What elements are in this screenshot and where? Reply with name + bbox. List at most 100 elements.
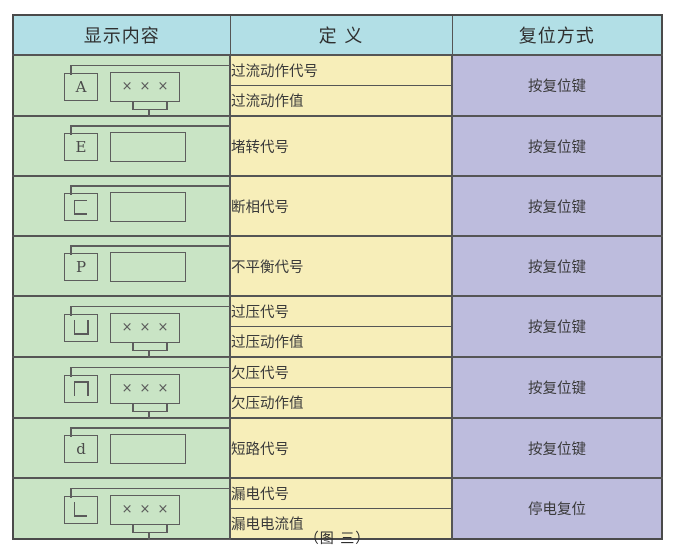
value-mark: × bbox=[157, 502, 169, 517]
code-value-box bbox=[110, 434, 186, 464]
connector-bottom-run bbox=[148, 356, 230, 359]
value-mark: × bbox=[139, 79, 151, 94]
cell-definition: 过压动作值 bbox=[229, 326, 453, 358]
connector-bottom-drop bbox=[148, 349, 150, 358]
cell-display: P bbox=[12, 235, 231, 297]
connector-bottom-right bbox=[166, 524, 168, 533]
header-reset: 复位方式 bbox=[451, 14, 663, 56]
cell-display: × × × bbox=[12, 295, 231, 359]
display-diagram: P bbox=[14, 237, 231, 295]
connector-top-stub bbox=[70, 366, 72, 377]
glyph-letter: d bbox=[76, 440, 86, 458]
cell-definition: 短路代号 bbox=[229, 417, 453, 479]
code-letter-box bbox=[64, 193, 98, 221]
figure-caption: （图 三） bbox=[304, 531, 371, 547]
cell-definition: 漏电代号 bbox=[229, 477, 453, 509]
value-mark: × bbox=[157, 79, 169, 94]
display-diagram: E bbox=[14, 117, 231, 175]
connector-top-stub bbox=[70, 245, 72, 255]
connector-top-run bbox=[70, 487, 230, 490]
value-mark: × bbox=[121, 79, 133, 94]
connector-top-run bbox=[70, 185, 230, 187]
cell-definition: 过压代号 bbox=[229, 295, 453, 327]
cell-reset-method: 停电复位 bbox=[451, 477, 663, 540]
code-value-box: × × × bbox=[110, 312, 180, 343]
table-row: 过压动作值 bbox=[13, 326, 662, 358]
cell-reset-method: 按复位键 bbox=[451, 235, 663, 297]
code-letter-box: A bbox=[64, 72, 98, 101]
code-value-box bbox=[110, 132, 186, 162]
cell-definition: 过流动作代号 bbox=[229, 54, 453, 86]
value-mark: × bbox=[139, 381, 151, 396]
code-letter-box: d bbox=[64, 435, 98, 463]
cell-reset-method: 按复位键 bbox=[451, 115, 663, 177]
connector-top-stub bbox=[70, 305, 72, 316]
cell-display: A × × × bbox=[12, 54, 231, 118]
connector-top-run bbox=[70, 245, 230, 247]
header-definition: 定 义 bbox=[229, 14, 453, 56]
cell-definition: 堵转代号 bbox=[229, 115, 453, 177]
display-diagram: A × × × bbox=[14, 57, 231, 118]
value-mark: × bbox=[157, 320, 169, 335]
table-row: × × × 欠压代号按复位键 bbox=[12, 356, 663, 420]
value-mark: × bbox=[121, 320, 133, 335]
cell-reset-method: 按复位键 bbox=[451, 356, 663, 419]
connector-bottom-bar bbox=[132, 410, 168, 413]
connector-top-stub bbox=[70, 64, 72, 75]
value-mark: × bbox=[157, 381, 169, 396]
display-diagram: d bbox=[14, 419, 231, 477]
cell-display: E bbox=[12, 115, 231, 177]
code-value-box bbox=[110, 252, 186, 282]
connector-bottom-bar bbox=[132, 108, 168, 111]
glyph-shape-c bbox=[73, 199, 89, 215]
connector-top-stub bbox=[70, 185, 72, 195]
value-mark: × bbox=[121, 502, 133, 517]
connector-top-stub bbox=[70, 427, 72, 437]
connector-bottom-right bbox=[166, 101, 168, 110]
cell-definition: 欠压代号 bbox=[229, 356, 453, 388]
table-row: 漏电电流值 bbox=[13, 508, 662, 540]
code-letter-box: E bbox=[64, 133, 98, 161]
connector-top-stub bbox=[70, 125, 72, 135]
cell-display bbox=[12, 175, 231, 237]
glyph-letter: E bbox=[75, 138, 87, 156]
code-value-box bbox=[110, 192, 186, 222]
code-letter-box bbox=[64, 313, 98, 342]
cell-definition: 欠压动作值 bbox=[229, 387, 453, 419]
code-letter-box bbox=[64, 374, 98, 403]
connector-bottom-run bbox=[148, 538, 230, 541]
cell-reset-method: 按复位键 bbox=[451, 295, 663, 358]
code-value-box: × × × bbox=[110, 71, 180, 102]
display-diagram bbox=[14, 177, 231, 235]
connector-bottom-bar bbox=[132, 349, 168, 352]
glyph-shape-n bbox=[73, 381, 89, 396]
connector-top-stub bbox=[70, 487, 72, 498]
display-diagram: × × × bbox=[14, 359, 231, 420]
table-row: E 堵转代号按复位键 bbox=[12, 115, 663, 177]
cell-reset-method: 按复位键 bbox=[451, 175, 663, 237]
connector-bottom-left bbox=[132, 101, 134, 110]
connector-bottom-run bbox=[148, 115, 230, 118]
connector-top-run bbox=[70, 427, 230, 429]
connector-top-run bbox=[70, 305, 230, 308]
connector-bottom-drop bbox=[148, 410, 150, 419]
connector-top-run bbox=[70, 64, 230, 67]
table-row: ×××漏电代号停电复位 bbox=[12, 477, 663, 541]
glyph-letter: A bbox=[75, 77, 87, 96]
connector-bottom-left bbox=[132, 403, 134, 412]
cell-definition: 不平衡代号 bbox=[229, 235, 453, 297]
glyph-shape-u bbox=[73, 320, 89, 335]
connector-bottom-left bbox=[132, 342, 134, 351]
table-row: A×××过流动作代号按复位键 bbox=[12, 54, 663, 118]
value-mark: × bbox=[121, 381, 133, 396]
code-value-box: ××× bbox=[110, 494, 180, 525]
code-letter-box: P bbox=[64, 253, 98, 281]
cell-definition: 过流动作值 bbox=[229, 85, 453, 117]
connector-bottom-run bbox=[148, 417, 230, 420]
value-mark: × bbox=[139, 320, 151, 335]
connector-top-run bbox=[70, 366, 230, 369]
code-letter-box bbox=[64, 495, 98, 524]
